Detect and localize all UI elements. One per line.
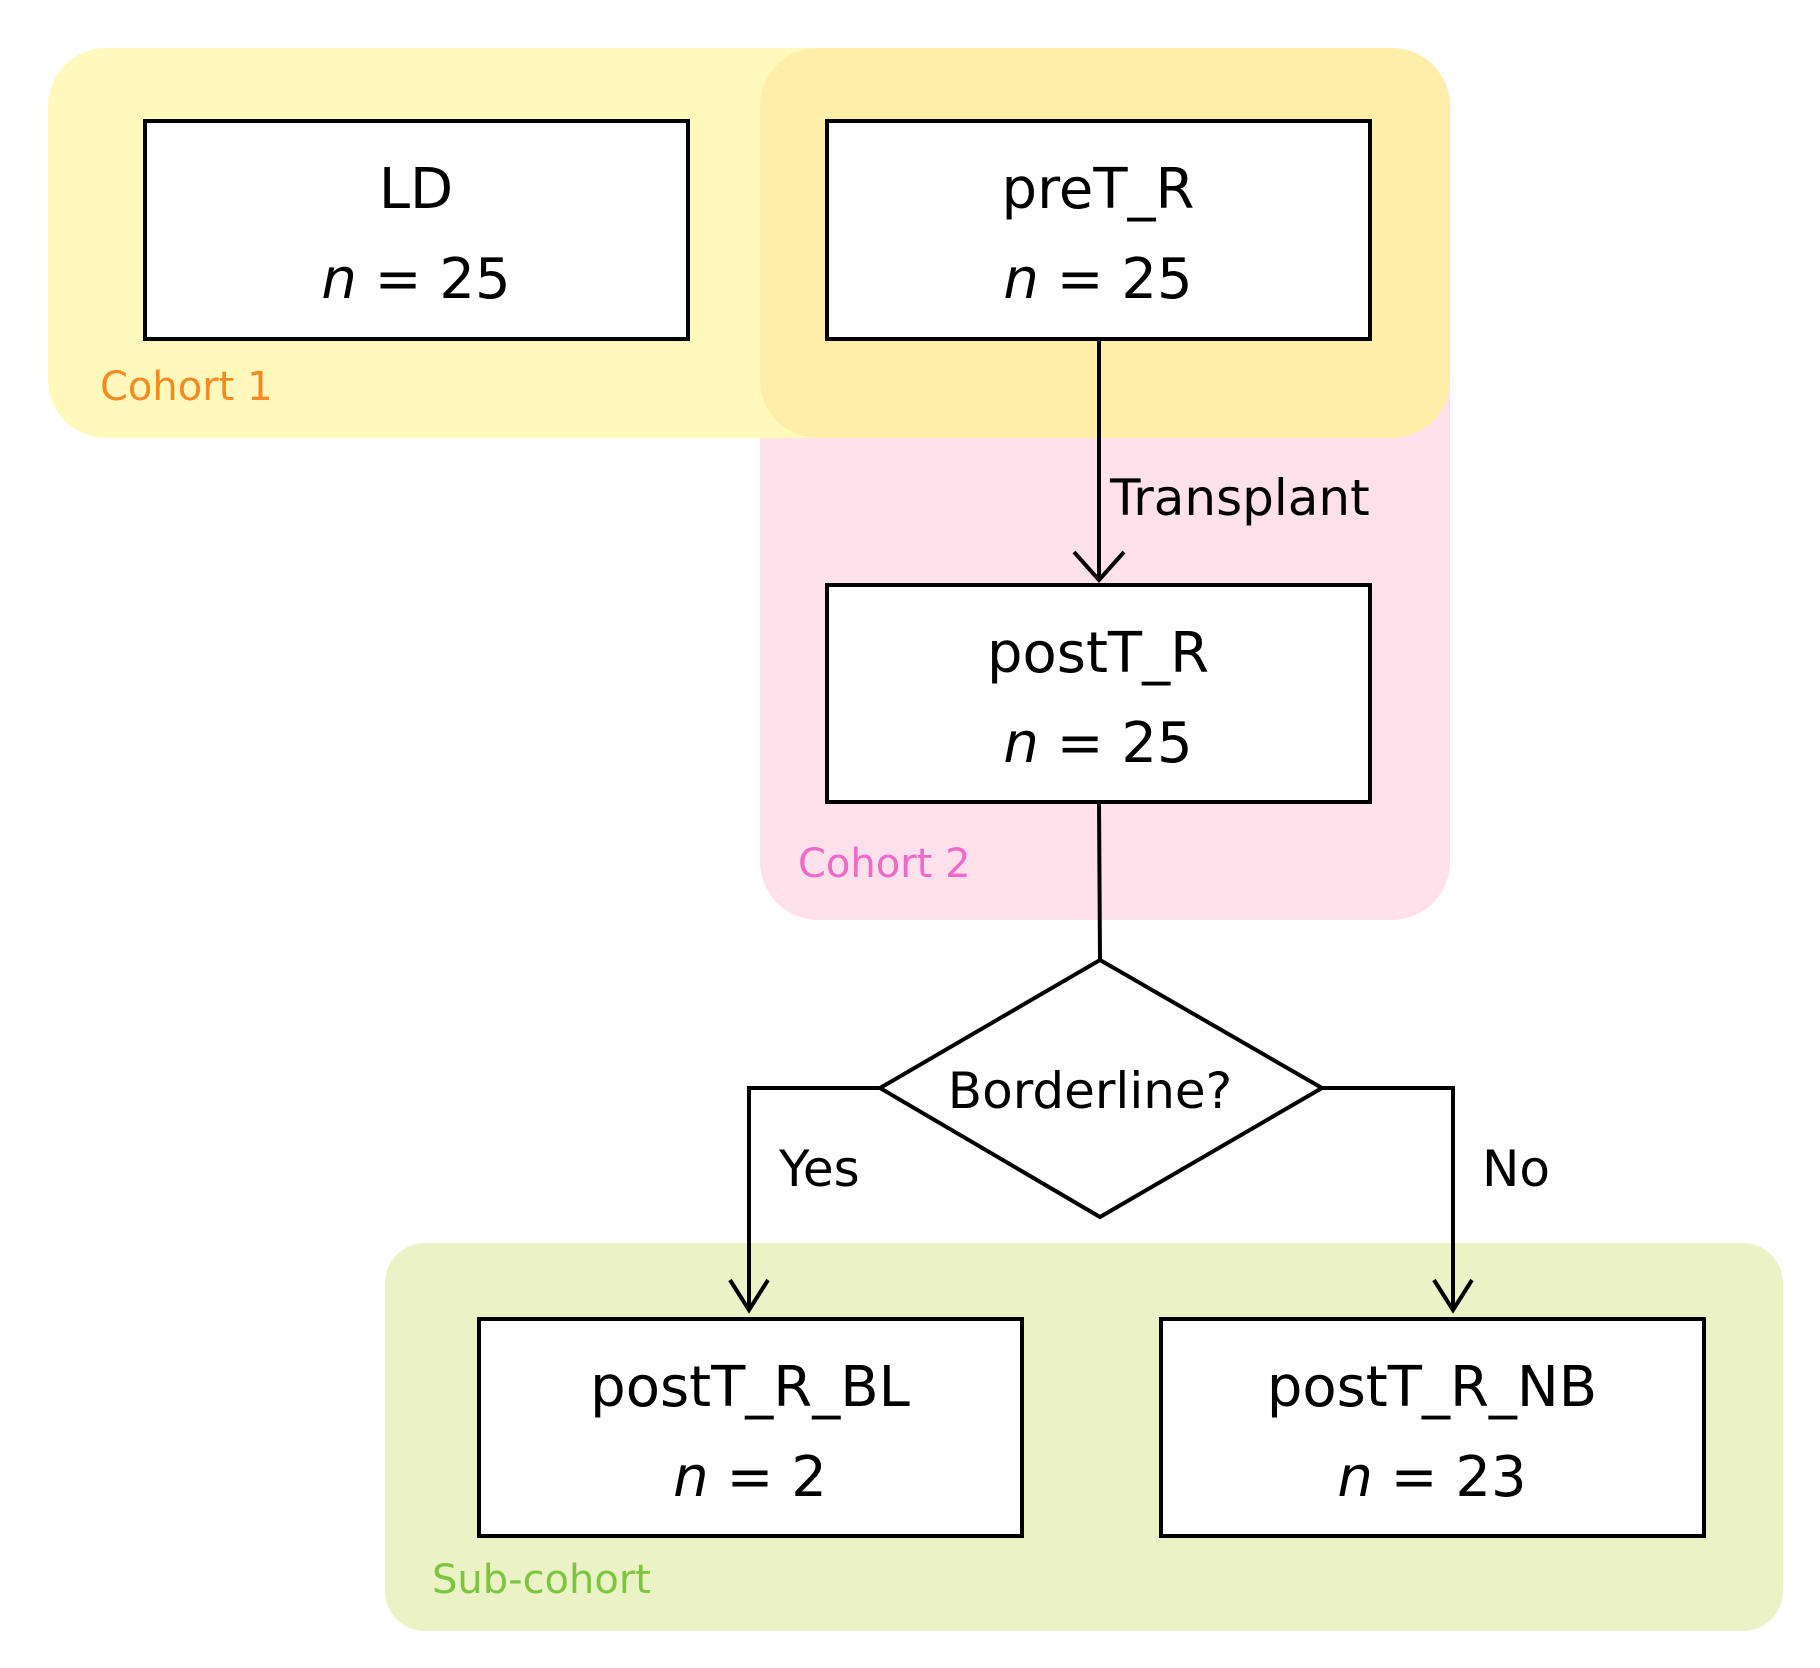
node-ld-name: LD — [379, 157, 453, 222]
no-label: No — [1482, 1140, 1550, 1198]
node-postt-r-box — [825, 583, 1372, 804]
node-postt-r-nb: postT_R_NB n = 23 — [1159, 1317, 1706, 1538]
node-postt-r-nb-count: n = 23 — [1337, 1445, 1526, 1510]
node-postt-r: postT_R n = 25 — [825, 583, 1372, 804]
node-postt-r-bl-box — [477, 1317, 1024, 1538]
node-postt-r-nb-n: n — [1337, 1445, 1373, 1510]
cohort-2-label: Cohort 2 — [798, 841, 971, 887]
node-pret-r-n: n — [1003, 247, 1039, 312]
node-pret-r-box — [825, 119, 1372, 341]
transplant-label: Transplant — [1109, 469, 1370, 527]
node-postt-r-bl-n: n — [673, 1445, 709, 1510]
node-postt-r-n-value: = 25 — [1039, 711, 1193, 776]
node-ld-box — [143, 119, 690, 341]
cohort-1-label: Cohort 1 — [100, 364, 273, 410]
sub-cohort-label: Sub-cohort — [432, 1557, 651, 1603]
node-postt-r-bl-name: postT_R_BL — [590, 1355, 910, 1420]
node-ld: LD n = 25 — [143, 119, 690, 341]
yes-arrowhead — [728, 1278, 770, 1314]
node-pret-r-count: n = 25 — [1003, 247, 1192, 312]
node-postt-r-count: n = 25 — [1003, 711, 1192, 776]
node-pret-r-name: preT_R — [1002, 157, 1195, 222]
node-pret-r-n-value: = 25 — [1039, 247, 1193, 312]
node-postt-r-n: n — [1003, 711, 1039, 776]
decision-diamond — [876, 957, 1326, 1220]
node-postt-r-name: postT_R — [987, 621, 1209, 686]
node-ld-n: n — [321, 247, 357, 312]
decision-label: Borderline? — [948, 1062, 1232, 1120]
node-postt-r-bl-n-value: = 2 — [709, 1445, 827, 1510]
node-postt-r-nb-name: postT_R_NB — [1267, 1355, 1597, 1420]
transplant-arrowhead — [1072, 550, 1126, 584]
node-ld-count: n = 25 — [321, 247, 510, 312]
yes-label: Yes — [778, 1140, 860, 1198]
node-ld-n-value: = 25 — [357, 247, 511, 312]
node-postt-r-bl-count: n = 2 — [673, 1445, 827, 1510]
node-pret-r: preT_R n = 25 — [825, 119, 1372, 341]
node-postt-r-nb-n-value: = 23 — [1373, 1445, 1527, 1510]
no-connector — [1322, 1086, 1455, 1310]
node-postt-r-nb-box — [1159, 1317, 1706, 1538]
postt-to-decision-connector — [1097, 801, 1102, 961]
node-postt-r-bl: postT_R_BL n = 2 — [477, 1317, 1024, 1538]
no-arrowhead — [1432, 1278, 1474, 1314]
yes-connector — [747, 1086, 880, 1310]
decision-borderline: Borderline? — [876, 957, 1326, 1220]
